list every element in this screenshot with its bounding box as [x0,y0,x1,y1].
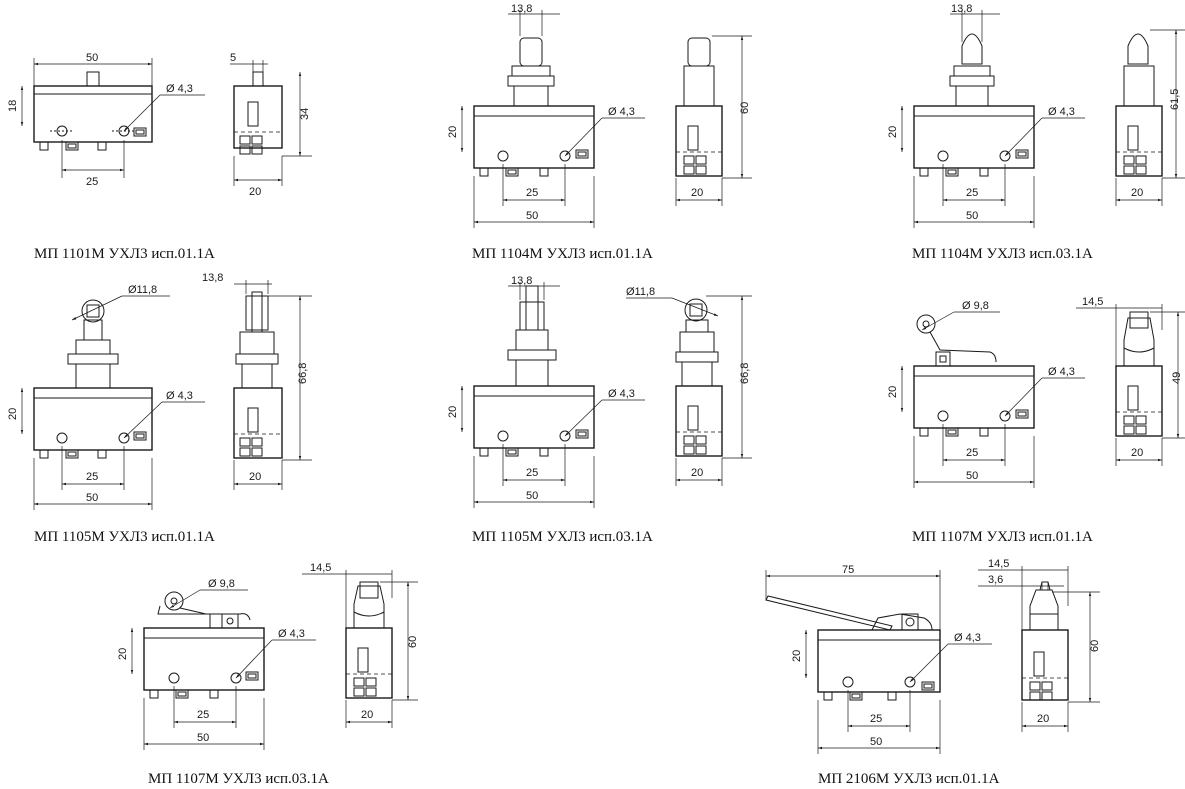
dim-2106-pitch: 25 [870,713,882,725]
switch-1104-01-front-view [460,10,645,228]
switch-1104-01-side-view [675,35,752,206]
dim-1107-03-lever-width: 14,5 [310,562,331,574]
switch-1107-01-side-view [1076,304,1185,466]
dim-1105-01-pitch: 25 [86,471,98,483]
dim-1107-01-hole: Ø 4,3 [1048,366,1075,378]
caption-1104-03: МП 1104М УХЛ3 исп.03.1А [912,246,1093,262]
dim-1104-01-side-width: 20 [691,187,703,199]
dim-1107-01-roller: Ø 9,8 [962,300,989,312]
caption-2106: МП 2106М УХЛ3 исп.01.1А [818,771,1000,787]
dim-1104-03-side-height: 61,5 [1169,89,1181,110]
dim-1104-01-height: 20 [447,126,459,138]
dim-1101-plunger: 5 [230,52,236,64]
dim-1104-01-width: 50 [526,210,538,222]
dim-1104-01-side-height: 60 [739,102,751,114]
dim-1107-03-width: 50 [197,732,209,744]
dim-1105-03-bushing: 13,8 [511,275,532,287]
caption-1105-03: МП 1105М УХЛ3 исп.03.1А [472,529,653,545]
dim-2106-hole: Ø 4,3 [954,632,981,644]
dim-1107-03-roller: Ø 9,8 [208,578,235,590]
caption-1101: МП 1101М УХЛ3 исп.01.1А [34,246,215,262]
dim-1105-01-hole: Ø 4,3 [166,390,193,402]
dim-1104-03-side-width: 20 [1131,187,1143,199]
dim-1105-03-roller: Ø11,8 [626,286,655,298]
switch-1101-front-view [20,58,205,178]
dim-1105-03-side-width: 20 [691,467,703,479]
switch-2106-side-view [978,566,1100,732]
dim-1107-03-pitch: 25 [197,709,209,721]
dim-1104-03-height: 20 [887,126,899,138]
caption-1107-03: МП 1107М УХЛ3 исп.03.1А [148,771,329,787]
dim-1104-01-pitch: 25 [526,187,538,199]
dim-1107-03-side-height: 60 [407,636,419,648]
switch-1104-03-front-view [900,10,1085,228]
dim-2106-height: 20 [791,650,803,662]
dim-1101-side-height: 34 [299,108,311,120]
dim-1104-03-bushing: 13,8 [951,3,972,15]
dim-2106-side-width: 20 [1037,713,1049,725]
switch-2106-front-view [765,570,992,754]
dim-1105-03-width: 50 [526,490,538,502]
dim-2106-width: 50 [870,736,882,748]
dim-1107-03-height: 20 [117,648,129,660]
dim-1107-03-hole: Ø 4,3 [278,628,305,640]
caption-1105-01: МП 1105М УХЛ3 исп.01.1А [34,529,215,545]
dim-1107-01-side-height: 49 [1171,372,1183,384]
dim-1101-hole: Ø 4,3 [166,83,193,95]
dim-1105-01-bushing: 13,8 [202,272,223,284]
dim-1105-03-height: 20 [447,406,459,418]
dim-1105-01-height: 20 [7,408,19,420]
dim-1104-01-bushing: 13,8 [511,3,532,15]
dim-1107-01-side-width: 20 [1131,447,1143,459]
switch-1101-side-view [230,60,312,186]
dim-2106-tip: 3,6 [988,574,1003,586]
switch-1107-03-side-view [302,570,418,728]
dim-1101-height: 18 [7,100,19,112]
switch-1105-03-side-view [626,295,752,486]
dim-1105-01-width: 50 [86,492,98,504]
caption-1104-01: МП 1104М УХЛ3 исп.01.1А [472,246,653,262]
switch-1107-01-front-view [900,311,1085,488]
switch-1105-01-side-view [233,280,312,490]
dim-1104-03-width: 50 [966,210,978,222]
dim-1105-01-side-width: 20 [249,471,261,483]
dim-1104-03-pitch: 25 [966,187,978,199]
dim-1107-03-side-width: 20 [361,709,373,721]
dim-1104-01-hole: Ø 4,3 [608,106,635,118]
dim-1105-03-side-height: 66,8 [739,363,751,384]
dim-2106-lever-length: 75 [842,564,854,576]
dim-2106-lever-width: 14,5 [988,558,1009,570]
dim-1101-pitch: 25 [86,176,98,188]
dim-1105-01-side-height: 66,8 [297,363,309,384]
dim-1105-03-pitch: 25 [526,467,538,479]
dim-1105-03-hole: Ø 4,3 [608,388,635,400]
caption-1107-01: МП 1107М УХЛ3 исп.01.1А [912,529,1093,545]
dim-1101-width: 50 [86,52,98,64]
dim-1107-01-width: 50 [966,470,978,482]
dim-1107-01-lever-width: 14,5 [1082,296,1103,308]
dim-1107-01-pitch: 25 [966,447,978,459]
switch-1107-03-front-view [130,589,316,750]
dim-2106-side-height: 60 [1089,640,1101,652]
dim-1105-01-roller: Ø11,8 [128,284,157,296]
switch-1104-03-side-view [1115,29,1185,206]
dim-1104-03-hole: Ø 4,3 [1048,106,1075,118]
switch-1105-01-front-view [20,295,205,510]
dim-1101-side-width: 20 [249,186,261,198]
dim-1107-01-height: 20 [887,386,899,398]
switch-1105-03-front-view [460,282,645,508]
